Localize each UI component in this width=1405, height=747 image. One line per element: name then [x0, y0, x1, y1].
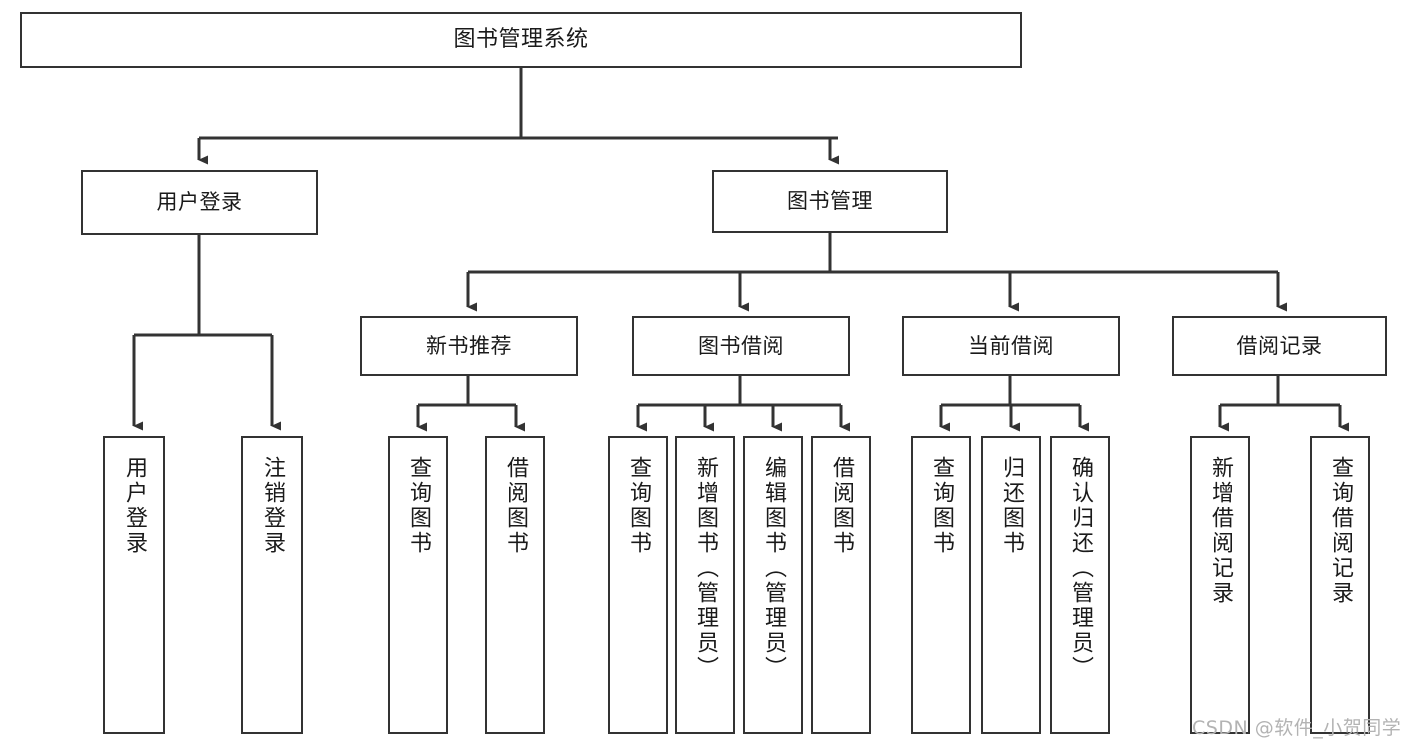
leaf-records-query-record[interactable]: 查询借阅记录: [1310, 436, 1370, 734]
node-user-login[interactable]: 用户登录: [81, 170, 318, 235]
csdn-watermark: CSDN @软件_小贺同学: [1192, 717, 1402, 739]
leaf-records-add-record-label: 新增借阅记录: [1208, 456, 1233, 606]
leaf-borrow-query-book-label: 查询图书: [626, 456, 651, 556]
node-new-book-recommend[interactable]: 新书推荐: [360, 316, 578, 376]
node-current-borrow-label: 当前借阅: [968, 333, 1054, 358]
leaf-current-return-book-label: 归还图书: [999, 456, 1024, 556]
leaf-borrow-query-book[interactable]: 查询图书: [608, 436, 668, 734]
node-book-borrow-label: 图书借阅: [698, 333, 784, 358]
leaf-user-logout[interactable]: 注销登录: [241, 436, 303, 734]
leaf-borrow-add-book-label: 新增图书（管理员）: [693, 456, 718, 681]
node-book-borrow[interactable]: 图书借阅: [632, 316, 850, 376]
node-root-label: 图书管理系统: [453, 27, 589, 53]
leaf-borrow-add-book[interactable]: 新增图书（管理员）: [675, 436, 735, 734]
leaf-borrow-edit-book-label: 编辑图书（管理员）: [761, 456, 786, 681]
leaf-records-query-record-label: 查询借阅记录: [1328, 456, 1353, 606]
leaf-current-query-book-label: 查询图书: [929, 456, 954, 556]
node-root[interactable]: 图书管理系统: [20, 12, 1022, 68]
node-borrow-records-label: 借阅记录: [1236, 333, 1323, 358]
leaf-user-login[interactable]: 用户登录: [103, 436, 165, 734]
leaf-records-add-record[interactable]: 新增借阅记录: [1190, 436, 1250, 734]
leaf-current-confirm-return-label: 确认归还（管理员）: [1068, 456, 1093, 681]
node-book-management[interactable]: 图书管理: [712, 170, 948, 233]
leaf-newbook-query-book[interactable]: 查询图书: [388, 436, 448, 734]
leaf-newbook-borrow-book-label: 借阅图书: [503, 456, 528, 556]
leaf-current-return-book[interactable]: 归还图书: [981, 436, 1041, 734]
leaf-newbook-borrow-book[interactable]: 借阅图书: [485, 436, 545, 734]
leaf-newbook-query-book-label: 查询图书: [406, 456, 431, 556]
node-new-book-recommend-label: 新书推荐: [426, 333, 512, 358]
node-current-borrow[interactable]: 当前借阅: [902, 316, 1120, 376]
leaf-borrow-edit-book[interactable]: 编辑图书（管理员）: [743, 436, 803, 734]
leaf-borrow-borrow-book-label: 借阅图书: [829, 456, 854, 556]
leaf-current-confirm-return[interactable]: 确认归还（管理员）: [1050, 436, 1110, 734]
leaf-borrow-borrow-book[interactable]: 借阅图书: [811, 436, 871, 734]
node-book-management-label: 图书管理: [787, 189, 873, 214]
leaf-user-login-label: 用户登录: [122, 456, 147, 556]
node-borrow-records[interactable]: 借阅记录: [1172, 316, 1387, 376]
leaf-current-query-book[interactable]: 查询图书: [911, 436, 971, 734]
node-user-login-label: 用户登录: [156, 190, 243, 215]
leaf-user-logout-label: 注销登录: [260, 456, 285, 556]
